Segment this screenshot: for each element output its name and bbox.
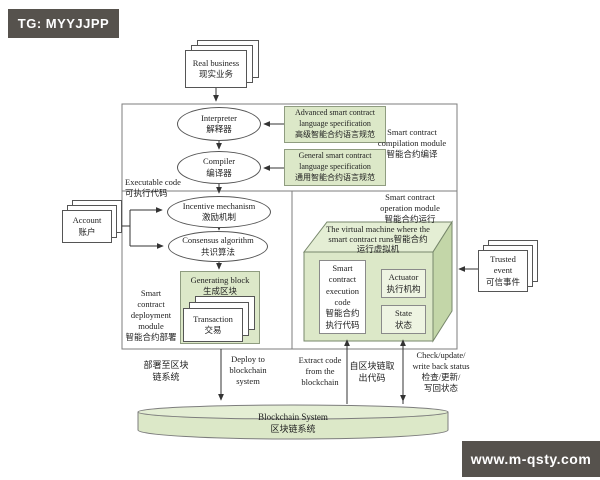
footer-watermark: www.m-qsty.com [462,441,600,477]
real-business-box: Real business 现实业务 [185,50,247,88]
general-spec-box: General smart contract language specific… [284,149,386,186]
state-box: State 状态 [381,305,426,334]
incentive-mechanism-ellipse: Incentive mechanism 激励机制 [167,196,271,228]
account-box: Account 账户 [62,210,112,243]
deployment-module-label: Smart contract deployment module 智能合约部署 [125,288,177,343]
interpreter-ellipse: Interpreter 解释器 [177,107,261,141]
transaction-stack: Transaction 交易 [183,296,255,342]
consensus-algorithm-ellipse: Consensus algorithm 共识算法 [168,231,268,262]
actuator-box: Actuator 执行机构 [381,269,426,298]
deploy-zh-label: 部署至区块 链系统 [143,360,189,382]
blockchain-cylinder [137,404,449,440]
compiler-ellipse: Compiler 编译器 [177,151,261,184]
virtual-machine-label: The virtual machine where the smart cont… [326,224,430,255]
account-stack: Account 账户 [62,200,122,243]
operation-module-label: Smart contract operation module 智能合约运行 [380,192,440,225]
real-business-stack: Real business 现实业务 [185,40,259,88]
transaction-box: Transaction 交易 [183,308,243,342]
header-watermark: TG: MYYJJPP [8,9,119,38]
extract-zh-label: 自区块链取 出代码 [349,361,395,383]
advanced-spec-box: Advanced smart contract language specifi… [284,106,386,143]
check-update-label: Check/update/ write back status 检查/更新/ 写… [412,350,470,394]
blockchain-system-label: Blockchain System 区块链系统 [258,412,328,434]
executable-code-label: Executable code 可执行代码 [125,177,181,199]
deploy-en-label: Deploy to blockchain system [229,354,267,387]
compilation-module-label: Smart contract compilation module 智能合约编译 [377,127,447,160]
arrows [112,88,478,404]
extract-en-label: Extract code from the blockchain [298,355,342,388]
execution-code-box: Smart contract execution code 智能合约 执行代码 [319,260,366,334]
trusted-event-box: Trusted event 可信事件 [478,250,528,292]
trusted-event-stack: Trusted event 可信事件 [478,240,538,292]
